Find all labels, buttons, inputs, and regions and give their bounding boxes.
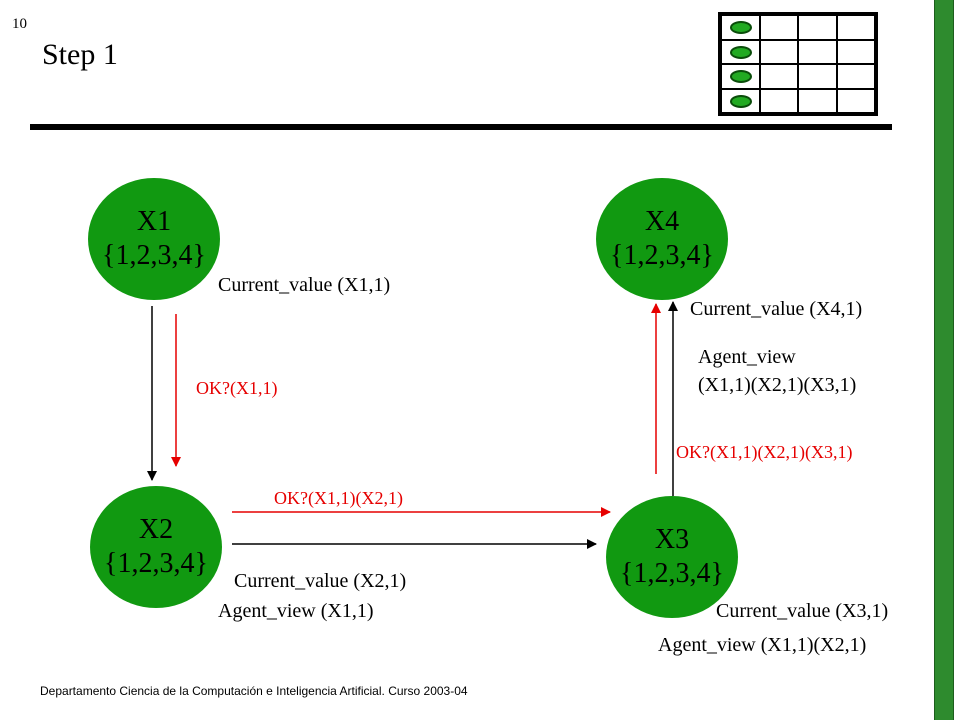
node-x2: X2 {1,2,3,4} [90, 486, 222, 608]
slide-number: 10 [12, 16, 27, 32]
queen-icon [730, 70, 752, 83]
x4-agent-view-value: (X1,1)(X2,1)(X3,1) [698, 374, 857, 396]
node-x4-domain: {1,2,3,4} [610, 240, 714, 271]
ok-message-x1-x2: OK?(X1,1)(X2,1) [274, 488, 403, 508]
node-x3-domain: {1,2,3,4} [620, 558, 724, 589]
board-cell [759, 39, 798, 64]
x2-agent-view: Agent_view (X1,1) [218, 600, 374, 622]
node-x2-name: X2 [138, 514, 174, 545]
board-cell [721, 39, 760, 64]
title-rule [30, 124, 892, 130]
node-x1: X1 {1,2,3,4} [88, 178, 220, 300]
slide-title: Step 1 [42, 38, 118, 71]
node-x1-name: X1 [136, 206, 172, 237]
queen-icon [730, 45, 752, 59]
x3-current-value: Current_value (X3,1) [716, 600, 889, 622]
board-cell [721, 64, 760, 89]
board-cell [759, 88, 798, 113]
board-cell [836, 15, 875, 40]
node-x3-name: X3 [654, 524, 690, 555]
x4-agent-view-label: Agent_view [698, 346, 796, 368]
board-cell [836, 39, 875, 64]
node-x1-domain: {1,2,3,4} [102, 240, 206, 271]
footer-text: Departamento Ciencia de la Computación e… [40, 684, 468, 698]
node-x3: X3 {1,2,3,4} [606, 496, 738, 618]
board-cell [836, 64, 875, 89]
board-cell [721, 15, 760, 40]
board-cell [798, 88, 837, 113]
x1-current-value: Current_value (X1,1) [218, 274, 391, 296]
x2-current-value: Current_value (X2,1) [234, 570, 407, 592]
x3-agent-view: Agent_view (X1,1)(X2,1) [658, 634, 867, 656]
board-cell [798, 39, 837, 64]
board-cell [759, 15, 798, 40]
ok-message-x1: OK?(X1,1) [196, 378, 278, 398]
board-cell [759, 64, 798, 89]
ok-message-x1-x2-x3: OK?(X1,1)(X2,1)(X3,1) [676, 442, 853, 462]
board-cell [798, 64, 837, 89]
node-x2-domain: {1,2,3,4} [104, 548, 208, 579]
board-cell [798, 15, 837, 40]
x4-current-value: Current_value (X4,1) [690, 298, 863, 320]
node-x4: X4 {1,2,3,4} [596, 178, 728, 300]
queen-icon [730, 94, 752, 108]
queen-icon [730, 21, 752, 34]
board-cell [836, 88, 875, 113]
decorative-side-bar [934, 0, 954, 720]
chess-board [718, 12, 878, 116]
board-cell [721, 88, 760, 113]
node-x4-name: X4 [644, 206, 680, 237]
